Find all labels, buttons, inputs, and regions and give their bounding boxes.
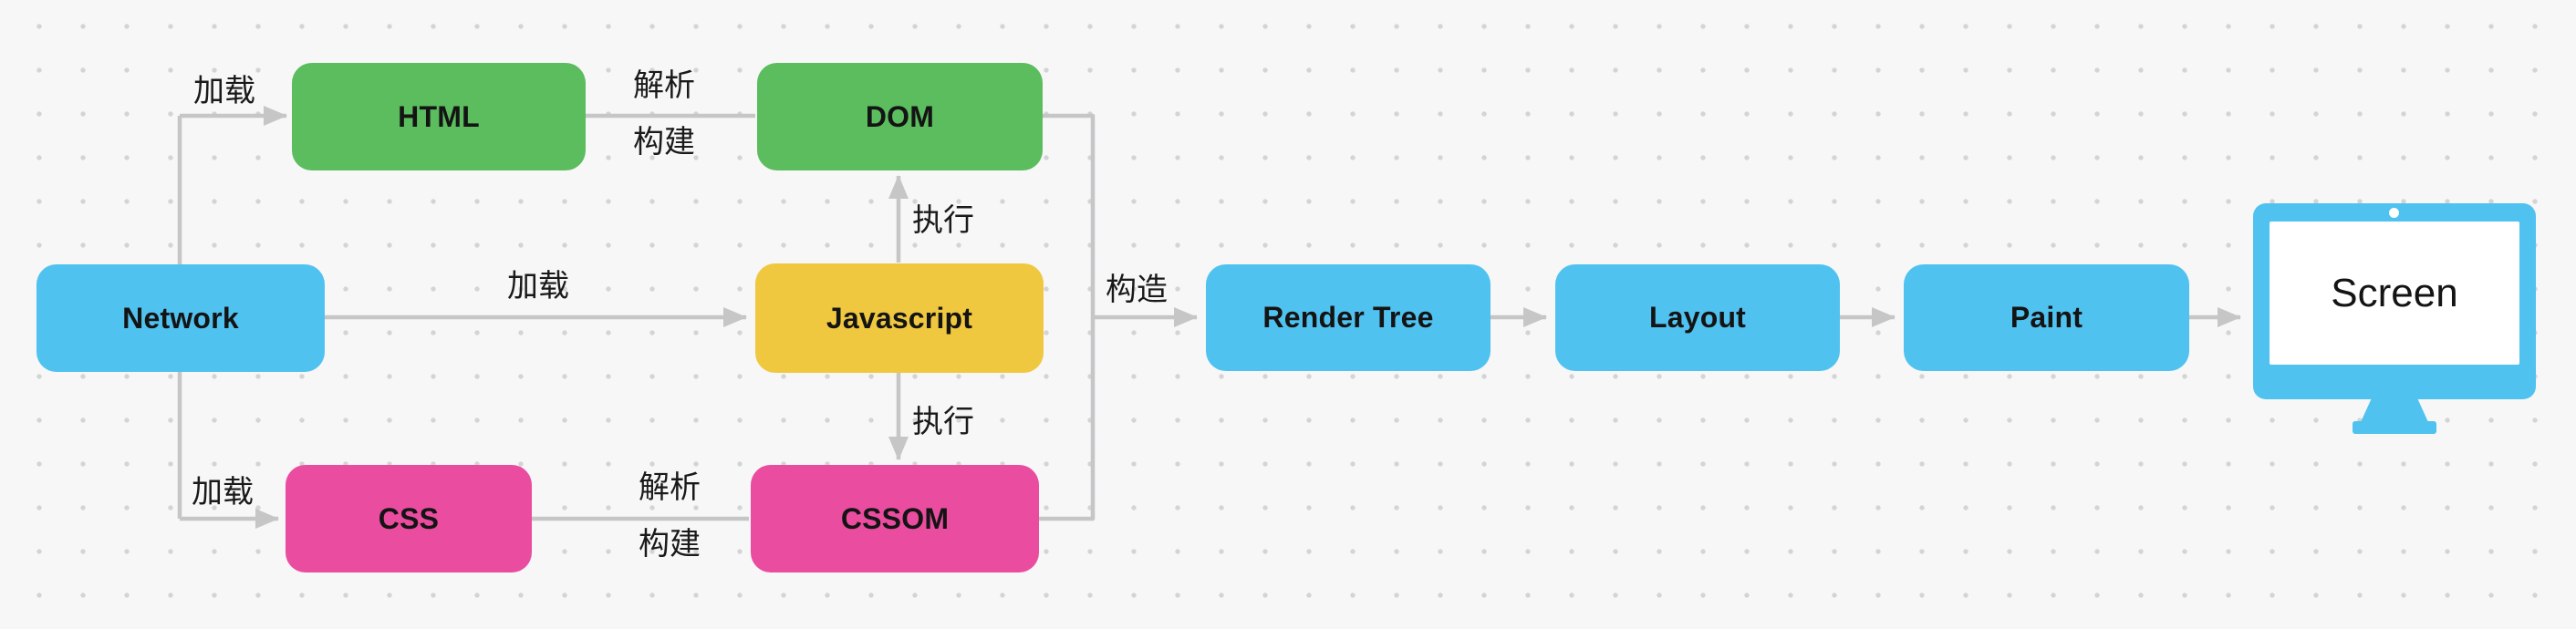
edge-label-execute-dom: 执行: [912, 203, 974, 238]
node-layout[interactable]: Layout: [1555, 264, 1840, 371]
node-paint[interactable]: Paint: [1904, 264, 2189, 371]
camera-dot: [2389, 208, 2399, 218]
edge-label-construct: 构造: [1106, 273, 1168, 307]
node-javascript-label: Javascript: [826, 301, 973, 335]
node-css-label: CSS: [378, 501, 440, 535]
edge-label-load-css: 加载: [192, 475, 254, 510]
edge-label-load-html: 加载: [193, 74, 255, 108]
edge-label-load-javascript: 加载: [507, 269, 569, 304]
edge-label-parse-html-1: 解析: [633, 68, 695, 103]
node-cssom-label: CSSOM: [840, 501, 950, 535]
node-layout-label: Layout: [1648, 301, 1747, 334]
node-screen[interactable]: Screen: [2253, 203, 2536, 436]
node-dom[interactable]: DOM: [757, 63, 1043, 170]
node-dom-label: DOM: [865, 99, 935, 133]
edge-label-parse-html-2: 构建: [633, 125, 695, 160]
monitor-screen: Screen: [2270, 222, 2519, 365]
monitor-base: [2353, 421, 2436, 434]
monitor-stand: [2361, 398, 2428, 422]
edge-label-parse-css-2: 构建: [639, 527, 701, 562]
node-paint-label: Paint: [2010, 301, 2083, 334]
node-javascript[interactable]: Javascript: [755, 263, 1044, 373]
node-html-label: HTML: [398, 99, 480, 133]
edge-label-parse-css-1: 解析: [639, 470, 701, 505]
node-render-tree-label: Render Tree: [1262, 301, 1434, 334]
node-html[interactable]: HTML: [292, 63, 586, 170]
node-css[interactable]: CSS: [286, 465, 532, 572]
node-screen-label: Screen: [2331, 270, 2458, 315]
node-render-tree[interactable]: Render Tree: [1206, 264, 1491, 371]
node-network-label: Network: [122, 301, 239, 335]
monitor-icon: Screen: [2253, 203, 2536, 399]
node-network[interactable]: Network: [36, 264, 325, 372]
edge-dom-cssom-merge: [1037, 113, 1096, 521]
node-cssom[interactable]: CSSOM: [751, 465, 1039, 572]
edge-label-execute-cssom: 执行: [912, 405, 974, 439]
